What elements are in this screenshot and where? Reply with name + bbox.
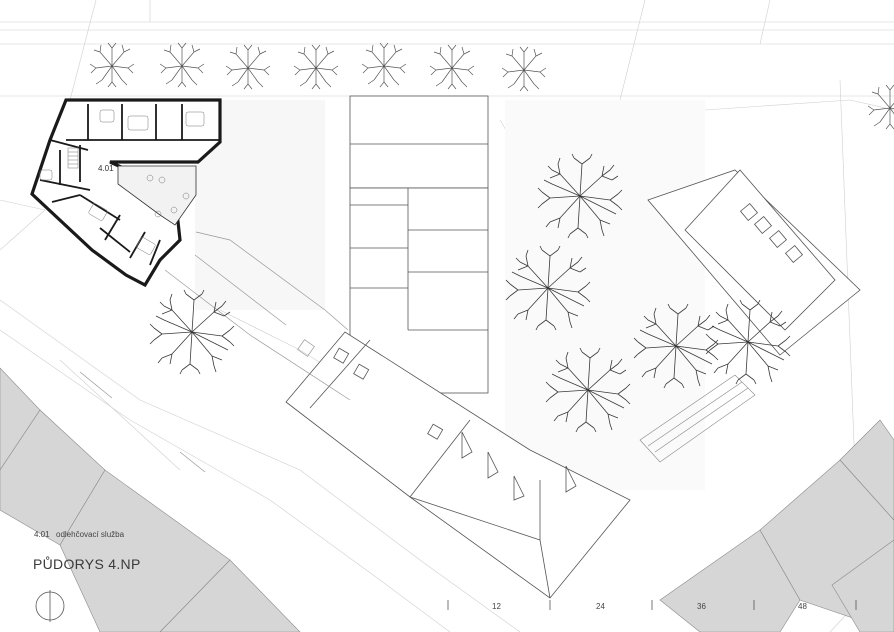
scale-tick-label: 12	[492, 602, 501, 611]
east-building-roof	[647, 169, 861, 356]
north-arrow-icon	[35, 590, 65, 622]
scale-tick-label: 48	[798, 602, 807, 611]
room-number-label: 4.01	[98, 164, 114, 173]
courtyard-fill	[505, 100, 705, 490]
south-building-roof	[285, 331, 631, 599]
scale-tick-label: 24	[596, 602, 605, 611]
scale-tick-label: 36	[697, 602, 706, 611]
plan-title: PŮDORYS 4.NP	[33, 556, 141, 572]
legend-room-number: 4.01	[34, 530, 50, 539]
neighbour-blocks	[0, 367, 894, 632]
legend-room-description: odlehčovací služba	[56, 530, 125, 539]
street-outline	[79, 231, 351, 473]
scale-bar	[447, 600, 857, 610]
courtyard-ramp	[639, 374, 756, 463]
floor-plan-4np	[30, 98, 222, 288]
